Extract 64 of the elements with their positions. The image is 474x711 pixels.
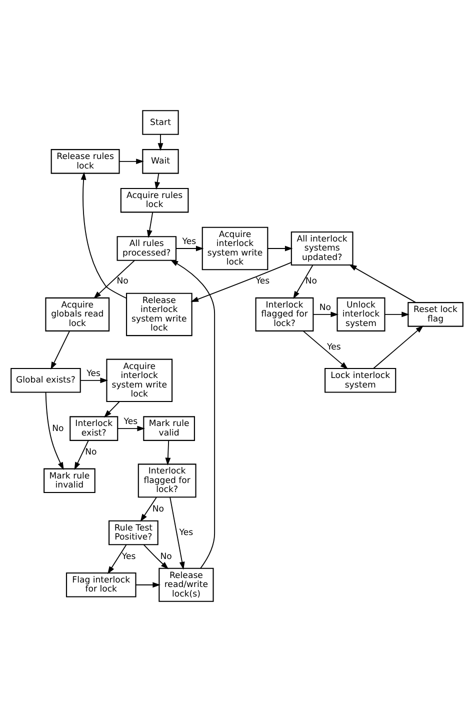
node-box: Release read/write lock(s) (158, 567, 214, 602)
node-box: Acquire rules lock (120, 187, 189, 212)
node-box: Release interlock system write lock (126, 292, 192, 336)
arrow (93, 259, 136, 298)
arrow (80, 172, 127, 298)
edge-label: Yes (124, 416, 138, 427)
node-box: Global exists? (10, 368, 81, 392)
edge-label: No (85, 447, 97, 458)
node-box: Release rules lock (50, 148, 120, 174)
arrow (146, 211, 154, 238)
arrow (312, 311, 339, 317)
node-box: All interlock systems updated? (290, 230, 354, 265)
arrow (140, 496, 157, 522)
node-box: Mark rule invalid (44, 468, 96, 493)
node-box: Rule Test Positive? (108, 520, 158, 545)
node-box: Interlock flagged for lock? (138, 463, 196, 498)
arrow (384, 311, 410, 317)
arrow (190, 261, 292, 302)
edge-label: Yes (86, 368, 100, 379)
edge-label: Yes (122, 551, 136, 562)
edge-label: No (305, 276, 318, 286)
arrow (176, 245, 204, 251)
node-box: Wait (142, 148, 179, 174)
node-box: Interlock flagged for lock? (255, 296, 314, 331)
edge-label: No (319, 302, 332, 313)
arrow (50, 330, 70, 370)
arrow (74, 440, 89, 470)
edge-label: Yes (182, 236, 196, 247)
node-box: Acquire globals read lock (45, 296, 110, 331)
arrow (154, 172, 160, 190)
arrow (170, 496, 185, 570)
arrow (80, 377, 108, 383)
edge-label: No (116, 276, 128, 286)
node-box: Flag interlock for lock (66, 572, 136, 597)
arrow (293, 264, 314, 298)
arrow (302, 330, 348, 369)
arrow (117, 425, 145, 431)
arrow (170, 259, 216, 568)
arrow (108, 544, 127, 574)
edge-label: Yes (327, 342, 341, 352)
node-box: Start (142, 110, 179, 134)
edge-label: No (52, 423, 64, 434)
node-box: Lock interlock system (324, 368, 396, 392)
arrow (135, 582, 160, 588)
edge-label: No (160, 551, 172, 562)
edge-label: No (152, 504, 164, 514)
arrow (165, 440, 171, 466)
arrow (373, 324, 424, 368)
arrow (104, 400, 120, 418)
node-box: Acquire interlock system write lock (202, 226, 268, 270)
node-box: Interlock exist? (70, 416, 118, 440)
arrow (143, 544, 169, 569)
node-box: Acquire interlock system write lock (106, 358, 173, 402)
node-box: All rules processed? (116, 236, 177, 260)
arrow (158, 133, 164, 150)
edge-label: Yes (256, 276, 270, 286)
node-box: Unlock interlock system (336, 296, 386, 331)
arrow (45, 391, 64, 470)
arrow (118, 158, 144, 164)
node-box: Mark rule valid (143, 416, 195, 440)
node-box: Reset lock flag (408, 302, 464, 326)
arrow (267, 245, 293, 251)
edge-label: Yes (179, 528, 194, 538)
arrow (348, 264, 416, 303)
